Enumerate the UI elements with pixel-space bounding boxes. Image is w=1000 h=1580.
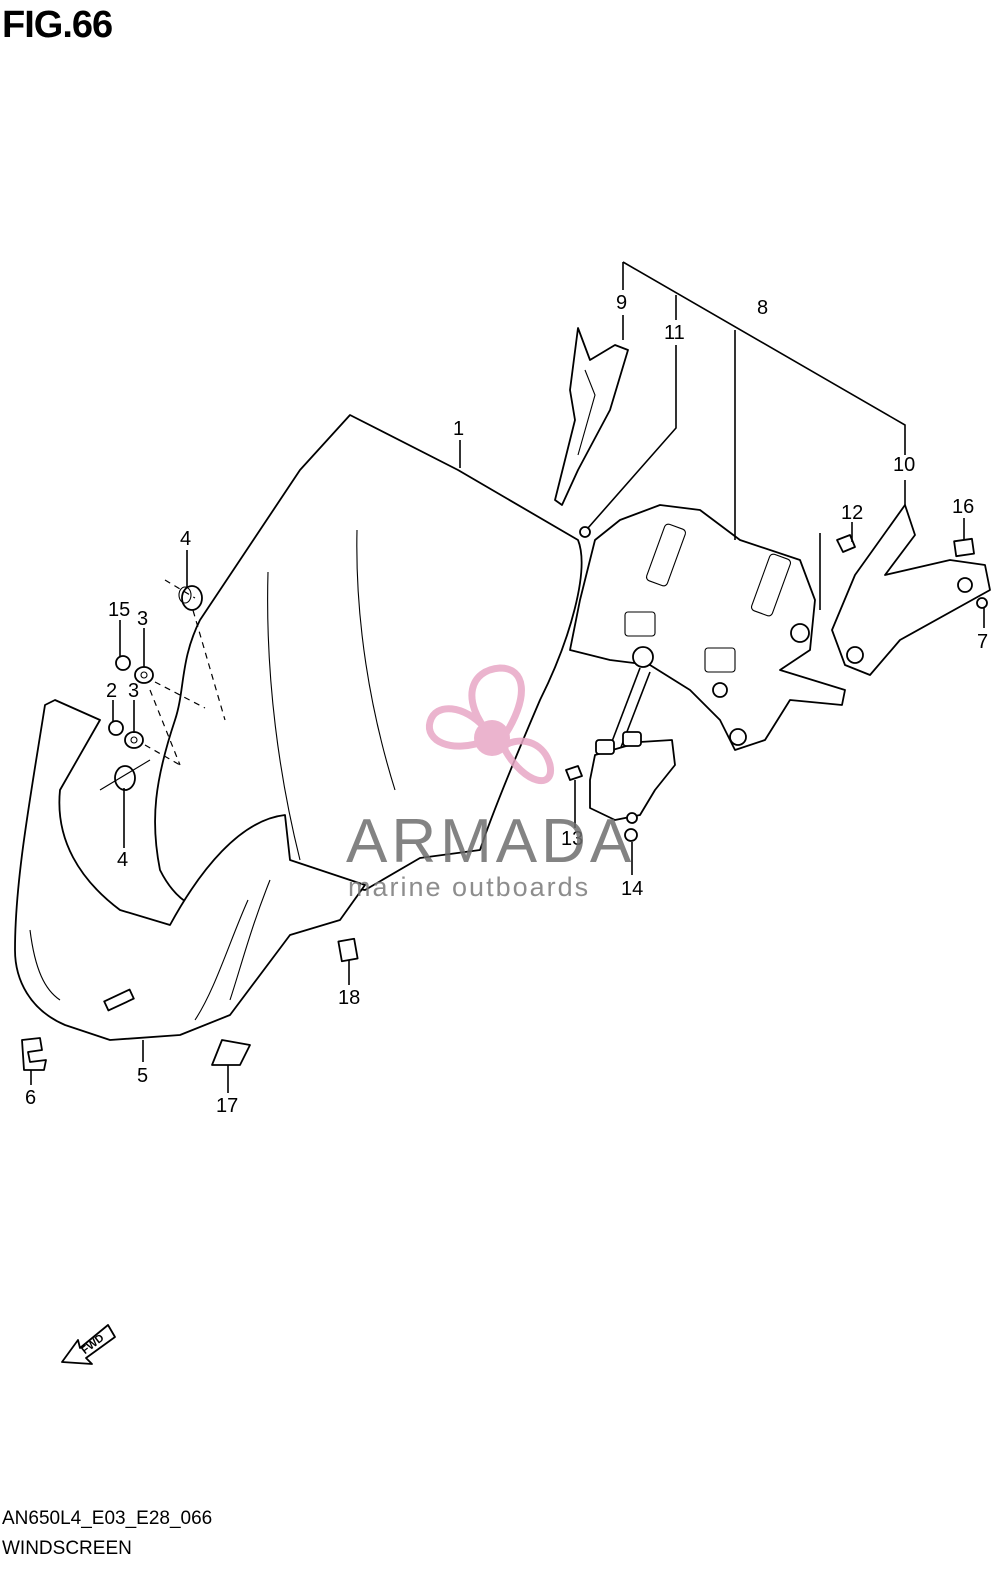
callout-2: 2 (106, 680, 117, 702)
callout-16: 16 (952, 496, 974, 518)
leader-lines (30, 261, 985, 1093)
bracket-assembly-part (554, 327, 991, 824)
watermark-brand: ARMADA (346, 807, 635, 876)
watermark-tagline: marine outboards (348, 872, 590, 902)
callout-4-lower: 4 (117, 849, 128, 871)
callout-labels: 1 2 3 3 4 4 5 6 7 8 9 10 11 12 13 14 15 … (25, 292, 988, 1117)
callout-3-lower: 3 (128, 680, 139, 702)
figure-name: WINDSCREEN (2, 1538, 132, 1559)
lower-cowl-part (14, 699, 366, 1041)
callout-5: 5 (137, 1065, 148, 1087)
callout-4-upper: 4 (180, 528, 191, 550)
callout-14: 14 (621, 878, 643, 900)
callout-13: 13 (561, 828, 583, 850)
callout-10: 10 (893, 454, 915, 476)
callout-12: 12 (841, 502, 863, 524)
callout-11: 11 (664, 322, 685, 344)
figure-title: FIG.66 (2, 4, 113, 46)
callout-18: 18 (338, 987, 360, 1009)
callout-6: 6 (25, 1087, 36, 1109)
callout-17: 17 (216, 1095, 238, 1117)
callout-9: 9 (616, 292, 627, 314)
callout-8: 8 (757, 297, 768, 319)
callout-7: 7 (977, 631, 988, 653)
forward-direction-arrow-icon: FWD (61, 1324, 116, 1365)
propeller-logo-icon (425, 664, 554, 785)
callout-15: 15 (108, 599, 130, 621)
watermark: ARMADA marine outboards (346, 664, 635, 902)
callout-1: 1 (453, 418, 464, 440)
callout-3-upper: 3 (137, 608, 148, 630)
figure-code: AN650L4_E03_E28_066 (2, 1508, 213, 1529)
